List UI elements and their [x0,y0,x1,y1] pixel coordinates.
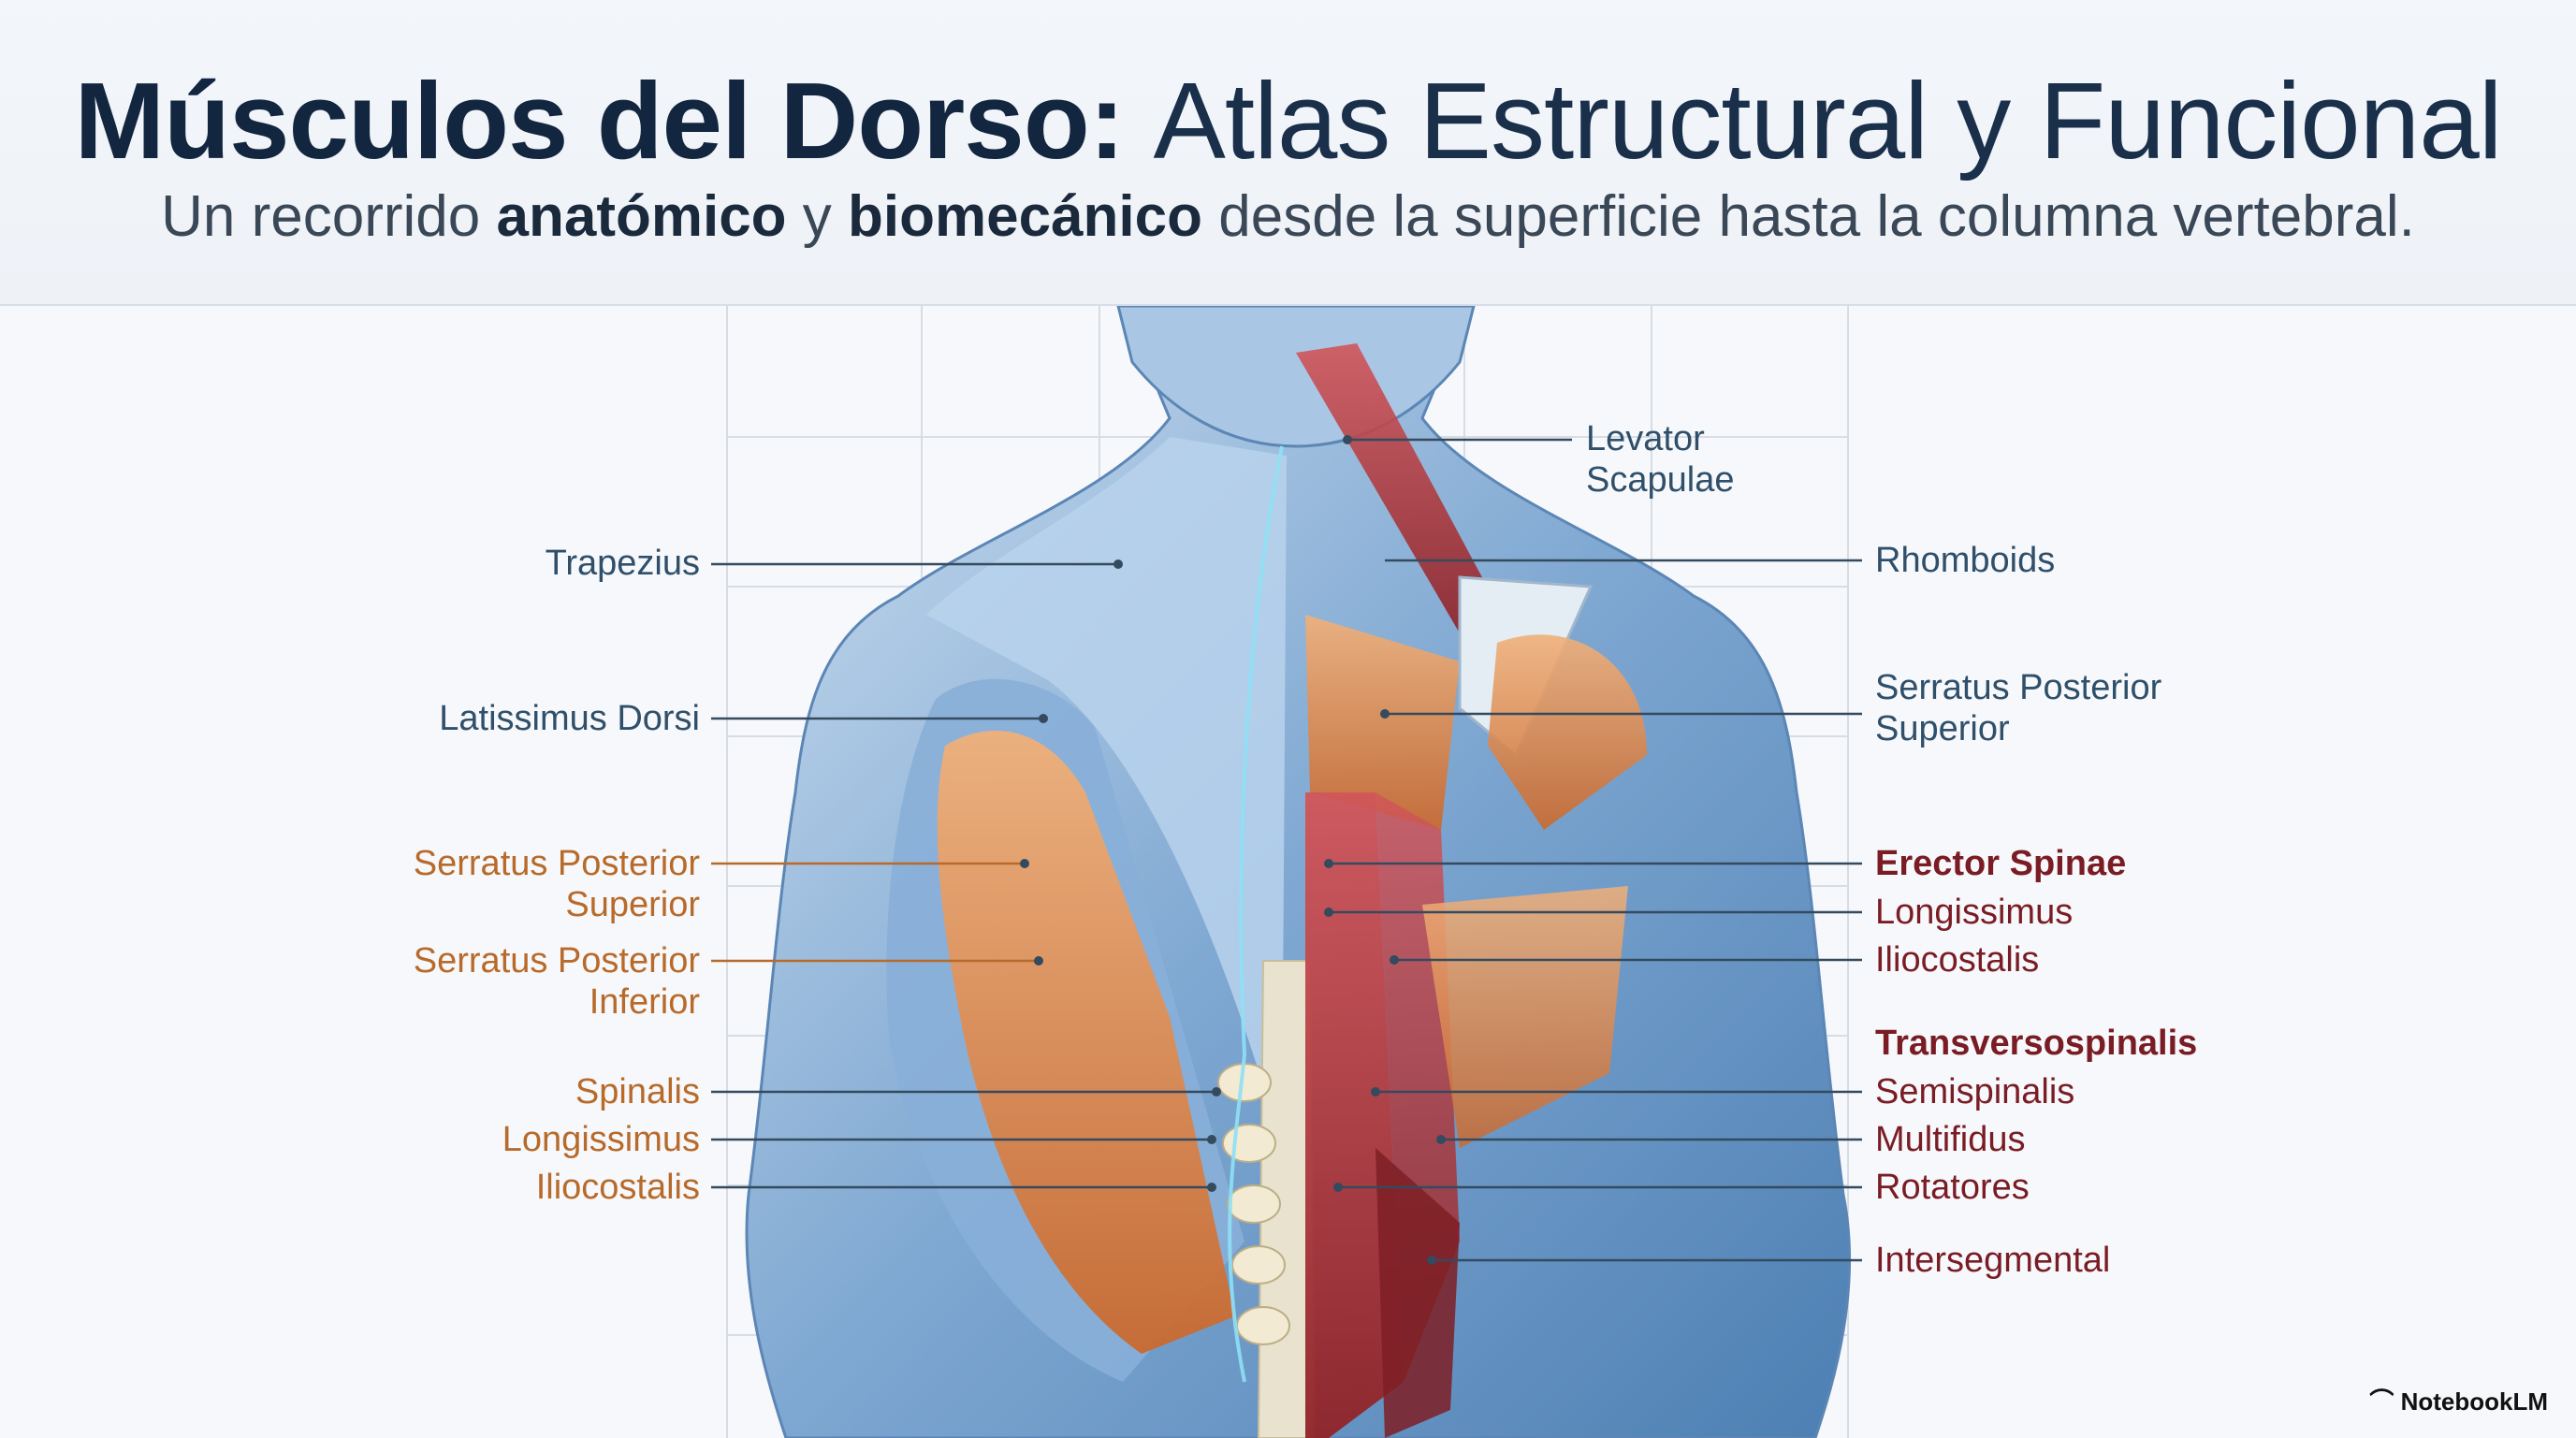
brand-text: NotebookLM [2401,1387,2548,1416]
title-rest: Atlas Estructural y Funcional [1154,60,2502,182]
label-multifidus: Multifidus [1875,1119,2026,1160]
subtitle-bold-1: anatómico [496,184,786,249]
label-semispinalis: Semispinalis [1875,1071,2074,1112]
label-transversospinalis: Transversospinalis [1875,1023,2197,1064]
label-longissimus-left: Longissimus [502,1119,700,1160]
label-intersegmental: Intersegmental [1875,1240,2110,1281]
title-bold: Músculos del Dorso: [75,60,1125,182]
label-line-2: Scapulae [1586,460,1734,500]
back-muscles-illustration [0,306,2576,1438]
label-line-1: Levator [1586,419,1705,458]
label-line-2: Superior [1875,709,2010,748]
page-subtitle: Un recorrido anatómico y biomecánico des… [0,183,2576,250]
subtitle-mid: y [803,184,832,249]
subtitle-bold-2: biomecánico [848,184,1202,249]
label-rhomboids: Rhomboids [1875,540,2055,581]
subtitle-post: desde la superficie hasta la columna ver… [1218,184,2415,249]
label-line-2: Inferior [589,982,700,1022]
label-rotatores: Rotatores [1875,1167,2030,1208]
label-spinalis-left: Spinalis [575,1071,700,1112]
logo-icon: ⌒ [2369,1387,2400,1416]
subtitle-pre: Un recorrido [161,184,480,249]
label-erector-spinae: Erector Spinae [1875,843,2126,884]
label-trapezius: Trapezius [546,543,700,584]
header: Músculos del Dorso: Atlas Estructural y … [0,0,2576,306]
notebooklm-logo: ⌒ NotebookLM [2369,1383,2548,1417]
label-line-1: Serratus Posterior [1875,668,2161,707]
label-latissimus-dorsi: Latissimus Dorsi [439,698,700,739]
page-title: Músculos del Dorso: Atlas Estructural y … [0,58,2576,183]
anatomy-diagram: Trapezius Latissimus Dorsi Serratus Post… [0,306,2576,1438]
label-line-1: Serratus Posterior [414,941,700,980]
label-iliocostalis-right: Iliocostalis [1875,939,2039,980]
label-line-2: Superior [565,885,700,924]
label-longissimus-right: Longissimus [1875,892,2073,933]
label-iliocostalis-left: Iliocostalis [536,1167,700,1208]
label-line-1: Serratus Posterior [414,844,700,883]
